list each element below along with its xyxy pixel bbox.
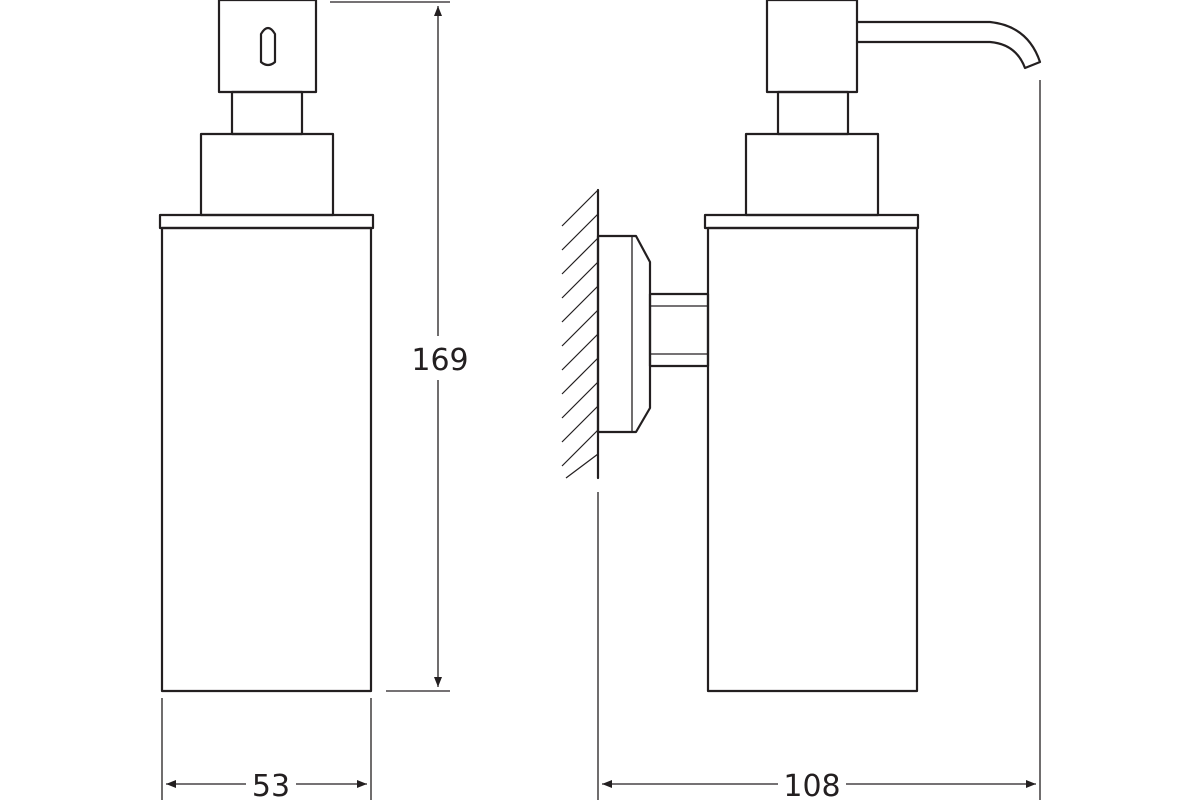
side-pump-head <box>765 0 859 94</box>
front-body <box>160 226 373 693</box>
wall-mount-plate <box>596 234 652 434</box>
side-body <box>706 226 919 693</box>
mount-arm <box>648 292 710 368</box>
side-spout <box>855 20 1042 70</box>
front-view <box>158 0 375 693</box>
front-width-value: 53 <box>252 769 290 800</box>
dimension-height: 169 <box>330 1 469 692</box>
height-value: 169 <box>411 343 468 378</box>
dimension-front-width: 53 <box>161 698 372 800</box>
wall-hatching <box>561 189 599 479</box>
depth-value: 108 <box>783 769 840 800</box>
front-pump-stem <box>230 90 304 136</box>
side-lid <box>703 213 920 230</box>
side-pump-stem <box>776 90 850 136</box>
front-lid <box>158 213 375 230</box>
front-nozzle-slot <box>259 26 277 67</box>
side-pump-collar <box>744 132 880 217</box>
dimension-side-depth: 108 <box>597 80 1041 800</box>
front-pump-head <box>217 0 318 94</box>
side-view <box>561 0 1042 693</box>
front-pump-collar <box>199 132 335 217</box>
